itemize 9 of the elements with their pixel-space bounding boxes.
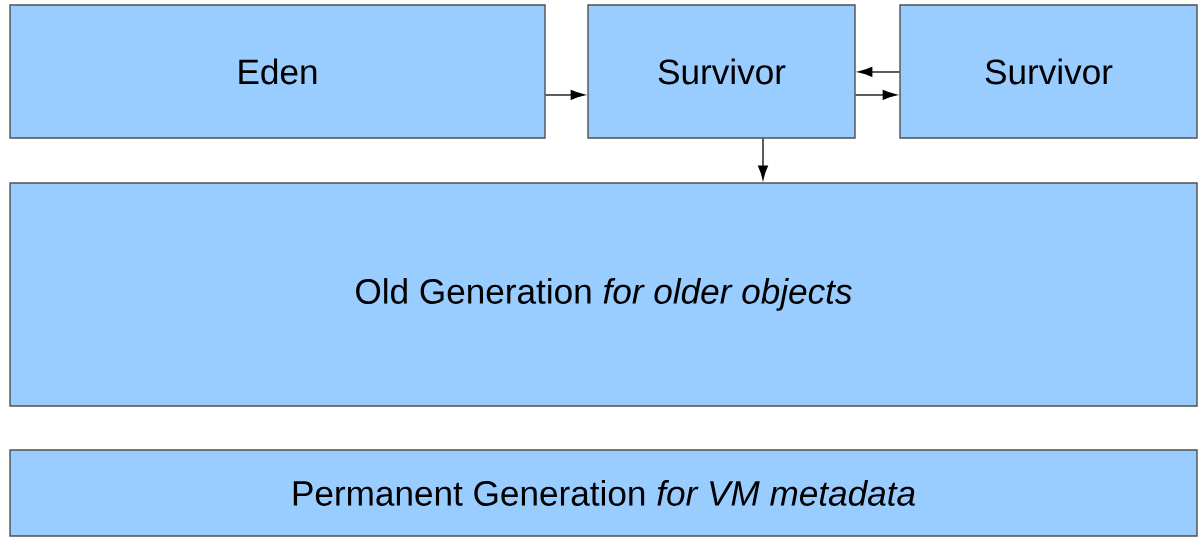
memory-region-box: Survivor (587, 4, 856, 139)
arrow (858, 67, 900, 77)
memory-region-box: Survivor (899, 4, 1198, 139)
arrow (545, 90, 585, 100)
memory-region-box: Eden (9, 4, 546, 139)
memory-region-box: Permanent Generation for VM metadata (9, 449, 1198, 537)
memory-region-box: Old Generation for older objects (9, 182, 1198, 407)
arrow (855, 90, 897, 100)
arrow (758, 138, 768, 180)
